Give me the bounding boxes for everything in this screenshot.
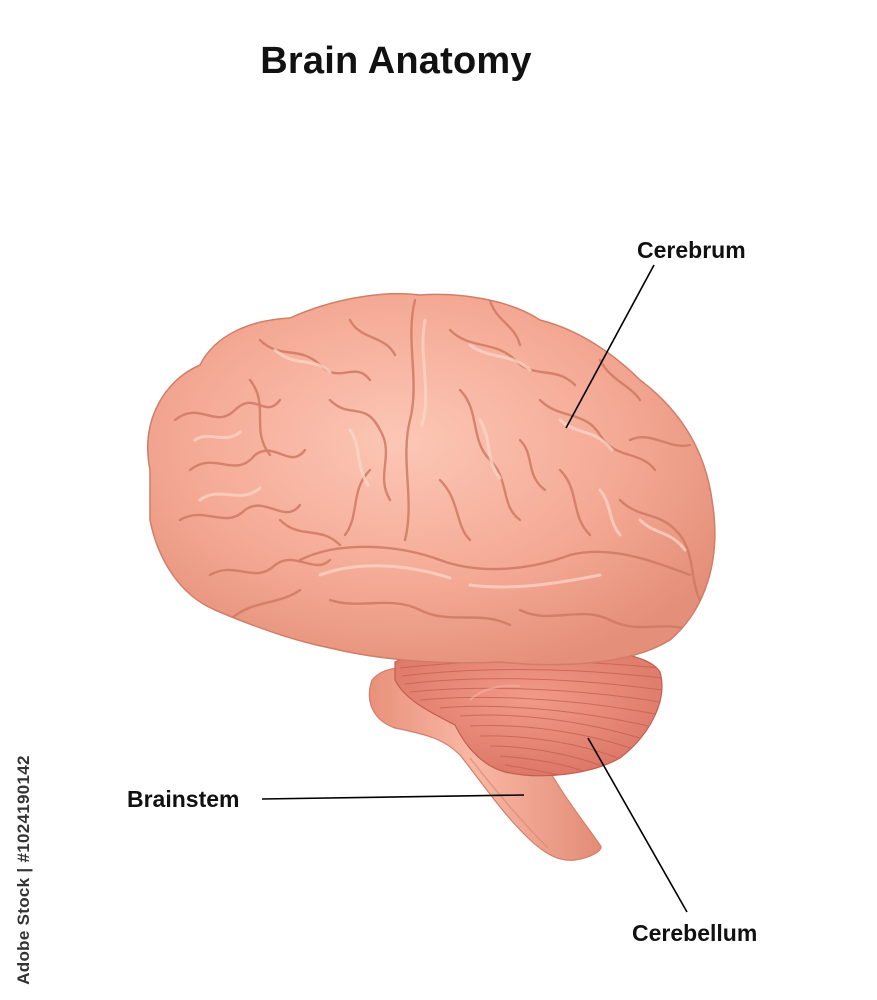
stock-id-watermark: Adobe Stock | #1024190142 <box>10 755 38 985</box>
cerebellum-leader-line <box>587 737 688 913</box>
stock-id-text: Adobe Stock | #1024190142 <box>14 755 33 985</box>
cerebellum-label: Cerebellum <box>632 920 758 946</box>
cerebellum-shape <box>394 646 663 777</box>
cerebrum-leader-line <box>565 264 655 429</box>
brainstem-label: Brainstem <box>127 786 240 812</box>
brainstem-leader-line <box>261 794 525 800</box>
diagram-title: Brain Anatomy <box>260 40 532 82</box>
cerebrum-shape <box>147 292 716 666</box>
cerebrum-label: Cerebrum <box>637 237 746 263</box>
